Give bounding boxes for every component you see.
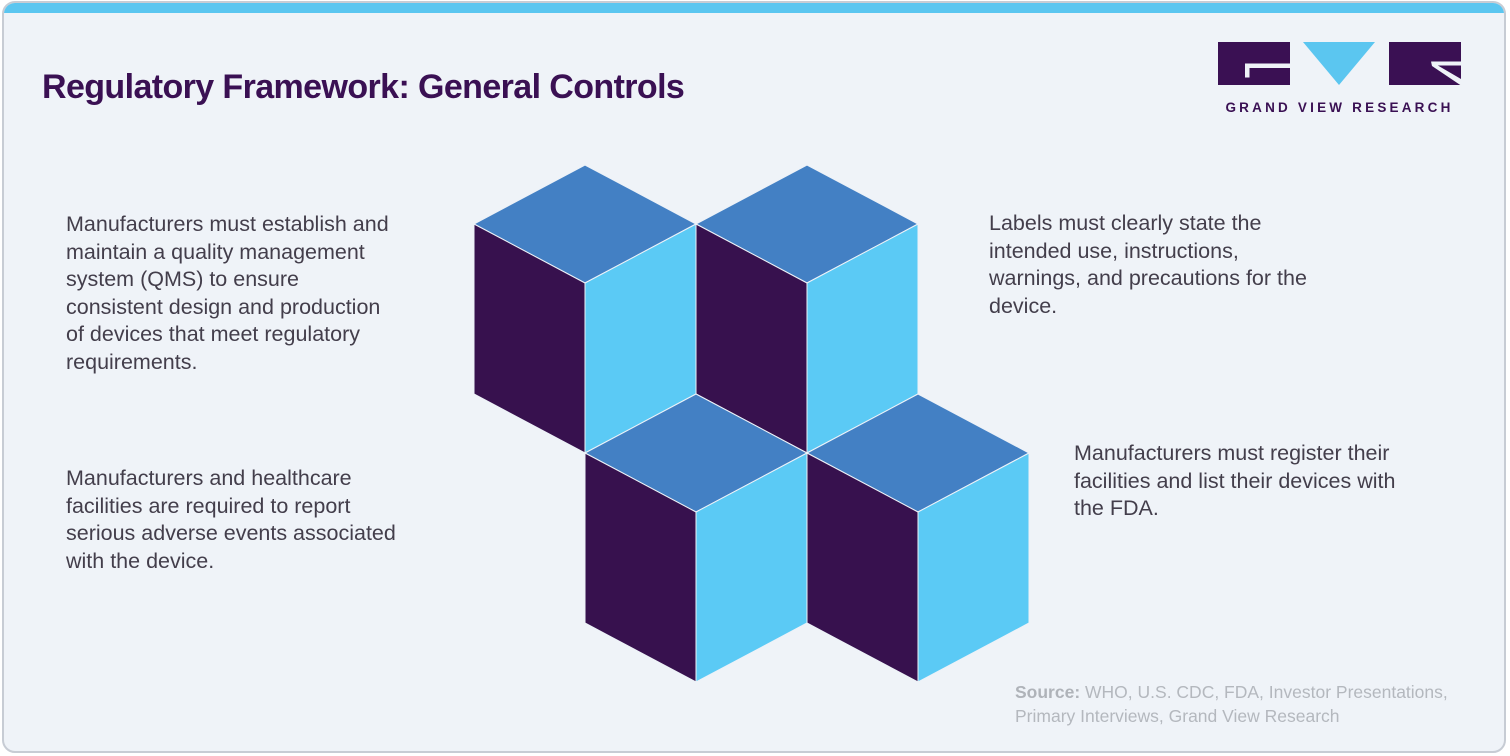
- note-adverse-event-reporting: Manufacturers and healthcare facilities …: [66, 466, 396, 573]
- isometric-cubes-illustration: [473, 164, 1030, 683]
- logo-r-glyph: [1389, 42, 1461, 86]
- note-quality-management: Manufacturers must establish and maintai…: [66, 212, 389, 374]
- page-title: Regulatory Framework: General Controls: [42, 67, 685, 106]
- gvr-logo-icon: [1218, 42, 1461, 86]
- top-accent-bar: [4, 3, 1504, 13]
- logo-v-glyph: [1303, 42, 1375, 85]
- source-citation: Source: WHO, U.S. CDC, FDA, Investor Pre…: [1015, 680, 1485, 728]
- logo-g-glyph: [1218, 42, 1290, 85]
- source-label: Source:: [1015, 682, 1081, 702]
- source-text: WHO, U.S. CDC, FDA, Investor Presentatio…: [1015, 682, 1448, 726]
- note-registration-listing: Manufacturers must register their facili…: [1074, 441, 1396, 521]
- note-labeling: Labels must clearly state the intended u…: [989, 211, 1307, 318]
- gvr-logo: GRAND VIEW RESEARCH: [1218, 42, 1461, 115]
- brand-name: GRAND VIEW RESEARCH: [1225, 100, 1454, 115]
